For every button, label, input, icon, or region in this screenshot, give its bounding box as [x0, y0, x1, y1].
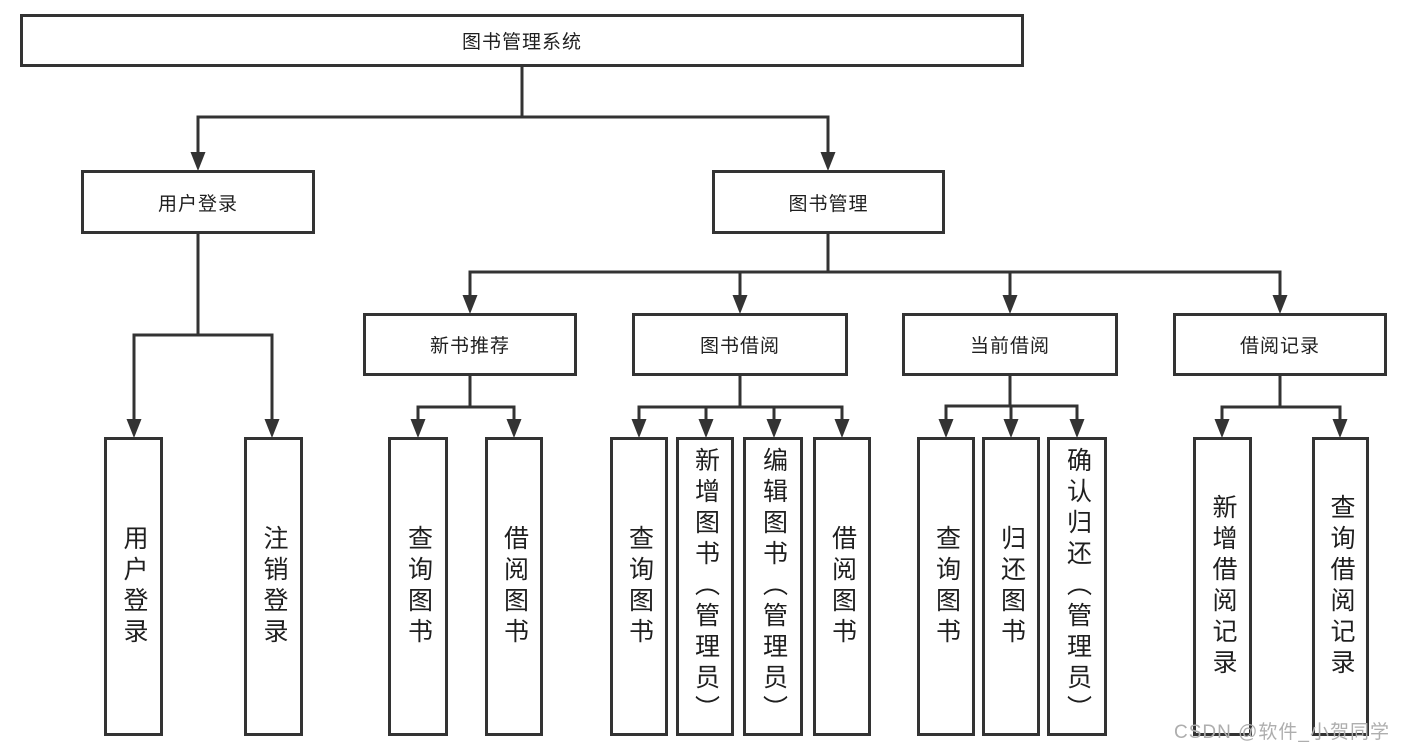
leaf-label: 新增借阅记录 — [1209, 493, 1237, 680]
leaf-label: 注销登录 — [260, 524, 288, 649]
leaf-query-book: 查询图书 — [388, 437, 448, 736]
leaf-add-book-admin: 新增图书（管理员） — [676, 437, 734, 736]
leaf-query-book: 查询图书 — [917, 437, 975, 736]
node-book-management: 图书管理 — [712, 170, 945, 234]
leaf-add-borrow-record: 新增借阅记录 — [1193, 437, 1252, 736]
leaf-label: 查询借阅记录 — [1327, 493, 1355, 680]
leaf-label: 查询图书 — [625, 524, 654, 649]
node-new-book-recommend: 新书推荐 — [363, 313, 577, 376]
node-label: 当前借阅 — [969, 336, 1050, 357]
node-borrow-record: 借阅记录 — [1173, 313, 1387, 376]
csdn-watermark: CSDN @软件_小贺同学 — [1174, 722, 1390, 743]
leaf-label: 编辑图书（管理员） — [759, 447, 788, 726]
leaf-user-login: 用户登录 — [104, 437, 163, 736]
node-root-library-system: 图书管理系统 — [20, 14, 1024, 67]
node-label: 借阅记录 — [1239, 336, 1320, 357]
leaf-label: 查询图书 — [932, 524, 961, 649]
node-book-borrow: 图书借阅 — [632, 313, 848, 376]
leaf-borrow-book: 借阅图书 — [485, 437, 543, 736]
leaf-return-book: 归还图书 — [982, 437, 1040, 736]
leaf-label: 借阅图书 — [828, 524, 857, 649]
node-label: 新书推荐 — [429, 336, 510, 357]
node-current-borrow: 当前借阅 — [902, 313, 1118, 376]
leaf-label: 确认归还（管理员） — [1063, 447, 1092, 726]
leaf-label: 查询图书 — [404, 524, 433, 649]
leaf-label: 用户登录 — [120, 524, 148, 649]
leaf-label: 归还图书 — [997, 524, 1026, 649]
node-label: 图书借阅 — [699, 336, 780, 357]
leaf-query-borrow-record: 查询借阅记录 — [1312, 437, 1369, 736]
leaf-label: 借阅图书 — [500, 524, 529, 649]
leaf-label: 新增图书（管理员） — [691, 447, 720, 726]
node-label: 图书管理 — [788, 193, 869, 215]
leaf-edit-book-admin: 编辑图书（管理员） — [743, 437, 803, 736]
leaf-borrow-book: 借阅图书 — [813, 437, 871, 736]
node-label: 用户登录 — [157, 193, 238, 215]
node-label: 图书管理系统 — [461, 32, 582, 53]
leaf-confirm-return-admin: 确认归还（管理员） — [1047, 437, 1107, 736]
node-user-login: 用户登录 — [81, 170, 315, 234]
leaf-logout: 注销登录 — [244, 437, 303, 736]
leaf-query-book: 查询图书 — [610, 437, 668, 736]
